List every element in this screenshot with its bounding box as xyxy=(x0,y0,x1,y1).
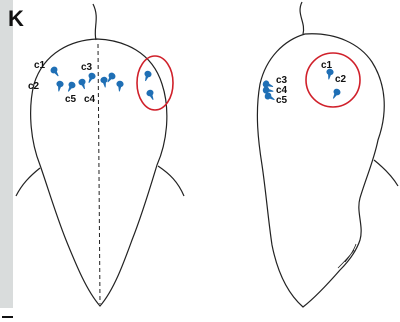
label-right-c1: c1 xyxy=(321,60,333,71)
left-antenna xyxy=(93,4,96,40)
label-c3: c3 xyxy=(81,62,93,73)
cell-marker xyxy=(49,65,61,78)
left-fin-right xyxy=(158,166,184,196)
cell-marker xyxy=(65,80,77,93)
label-right-c2: c2 xyxy=(335,74,347,85)
cell-marker xyxy=(100,76,109,88)
cell-marker xyxy=(78,78,88,91)
cell-marker xyxy=(330,87,342,100)
right-fin xyxy=(374,160,398,186)
label-c1: c1 xyxy=(34,60,46,71)
label-c5: c5 xyxy=(65,94,77,105)
left-view xyxy=(16,4,184,306)
right-view xyxy=(257,2,398,307)
right-antenna xyxy=(300,2,304,34)
right-texture xyxy=(338,244,356,268)
label-right-c5: c5 xyxy=(276,95,288,106)
midline xyxy=(98,44,100,304)
left-fin-left xyxy=(16,168,40,196)
cell-marker xyxy=(86,72,97,85)
cell-marker xyxy=(145,89,156,102)
left-highlight-circle xyxy=(137,56,173,110)
cell-marker xyxy=(142,70,152,83)
right-cells xyxy=(262,68,342,103)
cell-marker xyxy=(116,80,124,91)
label-c2: c2 xyxy=(28,81,40,92)
right-highlight-circle xyxy=(306,53,360,107)
right-labels: c1 c2 c3 c4 c5 xyxy=(276,60,347,106)
cell-marker xyxy=(55,80,64,92)
label-c4: c4 xyxy=(84,94,96,105)
